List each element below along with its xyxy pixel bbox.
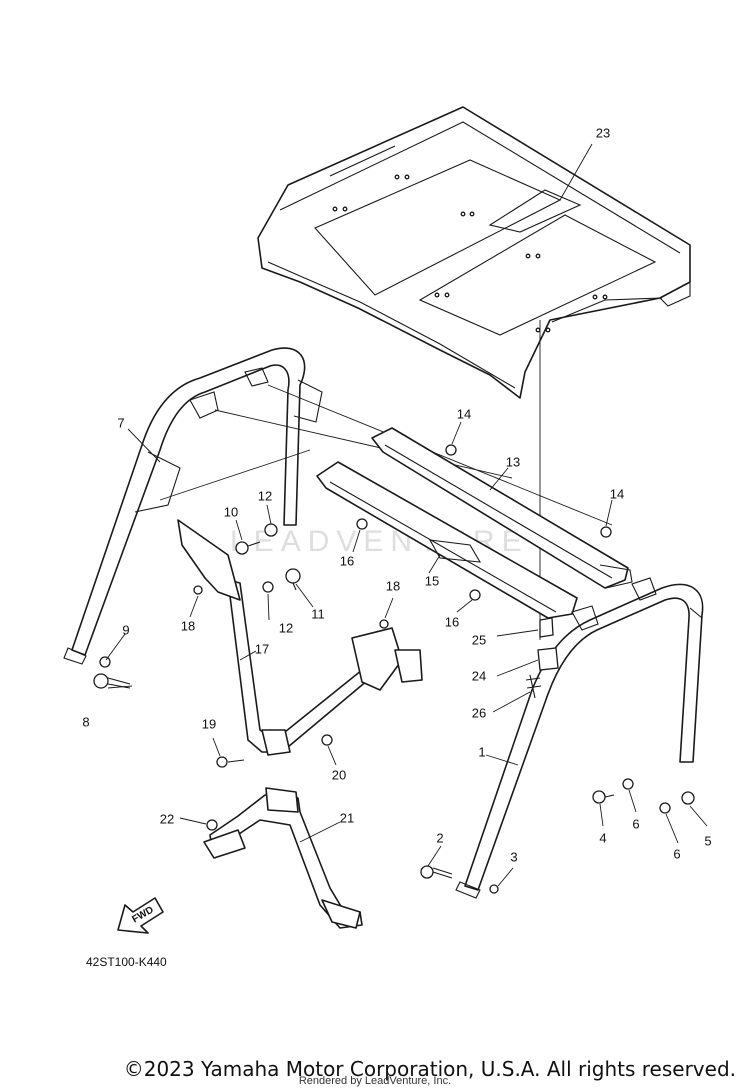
callout-3[interactable]: 3 — [510, 850, 517, 865]
copyright-notice: ©2023 Yamaha Motor Corporation, U.S.A. A… — [123, 1057, 736, 1081]
front-frame-tube[interactable] — [177, 519, 423, 756]
diagram-code: 42ST100-K440 — [86, 955, 167, 969]
callout-6a[interactable]: 6 — [632, 817, 639, 832]
callout-15[interactable]: 15 — [425, 574, 439, 589]
callout-20[interactable]: 20 — [332, 768, 346, 783]
callout-24[interactable]: 24 — [472, 669, 486, 684]
callout-1[interactable]: 1 — [478, 745, 485, 760]
bracket-stand[interactable] — [203, 787, 363, 929]
callout-leaders — [105, 143, 708, 887]
callout-17[interactable]: 17 — [255, 642, 269, 657]
roof-panel[interactable] — [257, 106, 691, 399]
callout-18b[interactable]: 18 — [386, 579, 400, 594]
callout-7[interactable]: 7 — [117, 416, 124, 431]
callout-16a[interactable]: 16 — [340, 554, 354, 569]
rear-crossbar[interactable] — [371, 427, 633, 589]
callout-12b[interactable]: 12 — [279, 621, 293, 636]
callout-19[interactable]: 19 — [202, 717, 216, 732]
callout-23[interactable]: 23 — [596, 126, 610, 141]
callout-16b[interactable]: 16 — [445, 615, 459, 630]
callout-18a[interactable]: 18 — [181, 619, 195, 634]
hardware-fasteners — [93, 444, 695, 894]
rendered-by-notice: Rendered by LeadVenture, Inc. — [298, 1075, 452, 1087]
callout-26[interactable]: 26 — [472, 706, 486, 721]
callout-11[interactable]: 11 — [311, 607, 325, 622]
callout-25[interactable]: 25 — [472, 633, 486, 648]
callout-4[interactable]: 4 — [599, 831, 606, 846]
callout-6b[interactable]: 6 — [673, 847, 680, 862]
callout-14b[interactable]: 14 — [610, 487, 624, 502]
callout-12a[interactable]: 12 — [258, 489, 272, 504]
callout-14a[interactable]: 14 — [457, 407, 471, 422]
callout-2[interactable]: 2 — [436, 831, 443, 846]
callout-13[interactable]: 13 — [506, 455, 520, 470]
fwd-direction-arrow: FWD — [117, 897, 164, 934]
callout-22[interactable]: 22 — [160, 812, 174, 827]
callout-8[interactable]: 8 — [82, 715, 89, 730]
left-rops-tube[interactable] — [63, 347, 323, 665]
callout-5[interactable]: 5 — [704, 834, 711, 849]
callout-21[interactable]: 21 — [340, 811, 354, 826]
right-rops-tube[interactable] — [455, 577, 704, 899]
callout-10[interactable]: 10 — [224, 505, 238, 520]
front-crossbar[interactable] — [316, 461, 578, 619]
callout-9[interactable]: 9 — [122, 623, 129, 638]
